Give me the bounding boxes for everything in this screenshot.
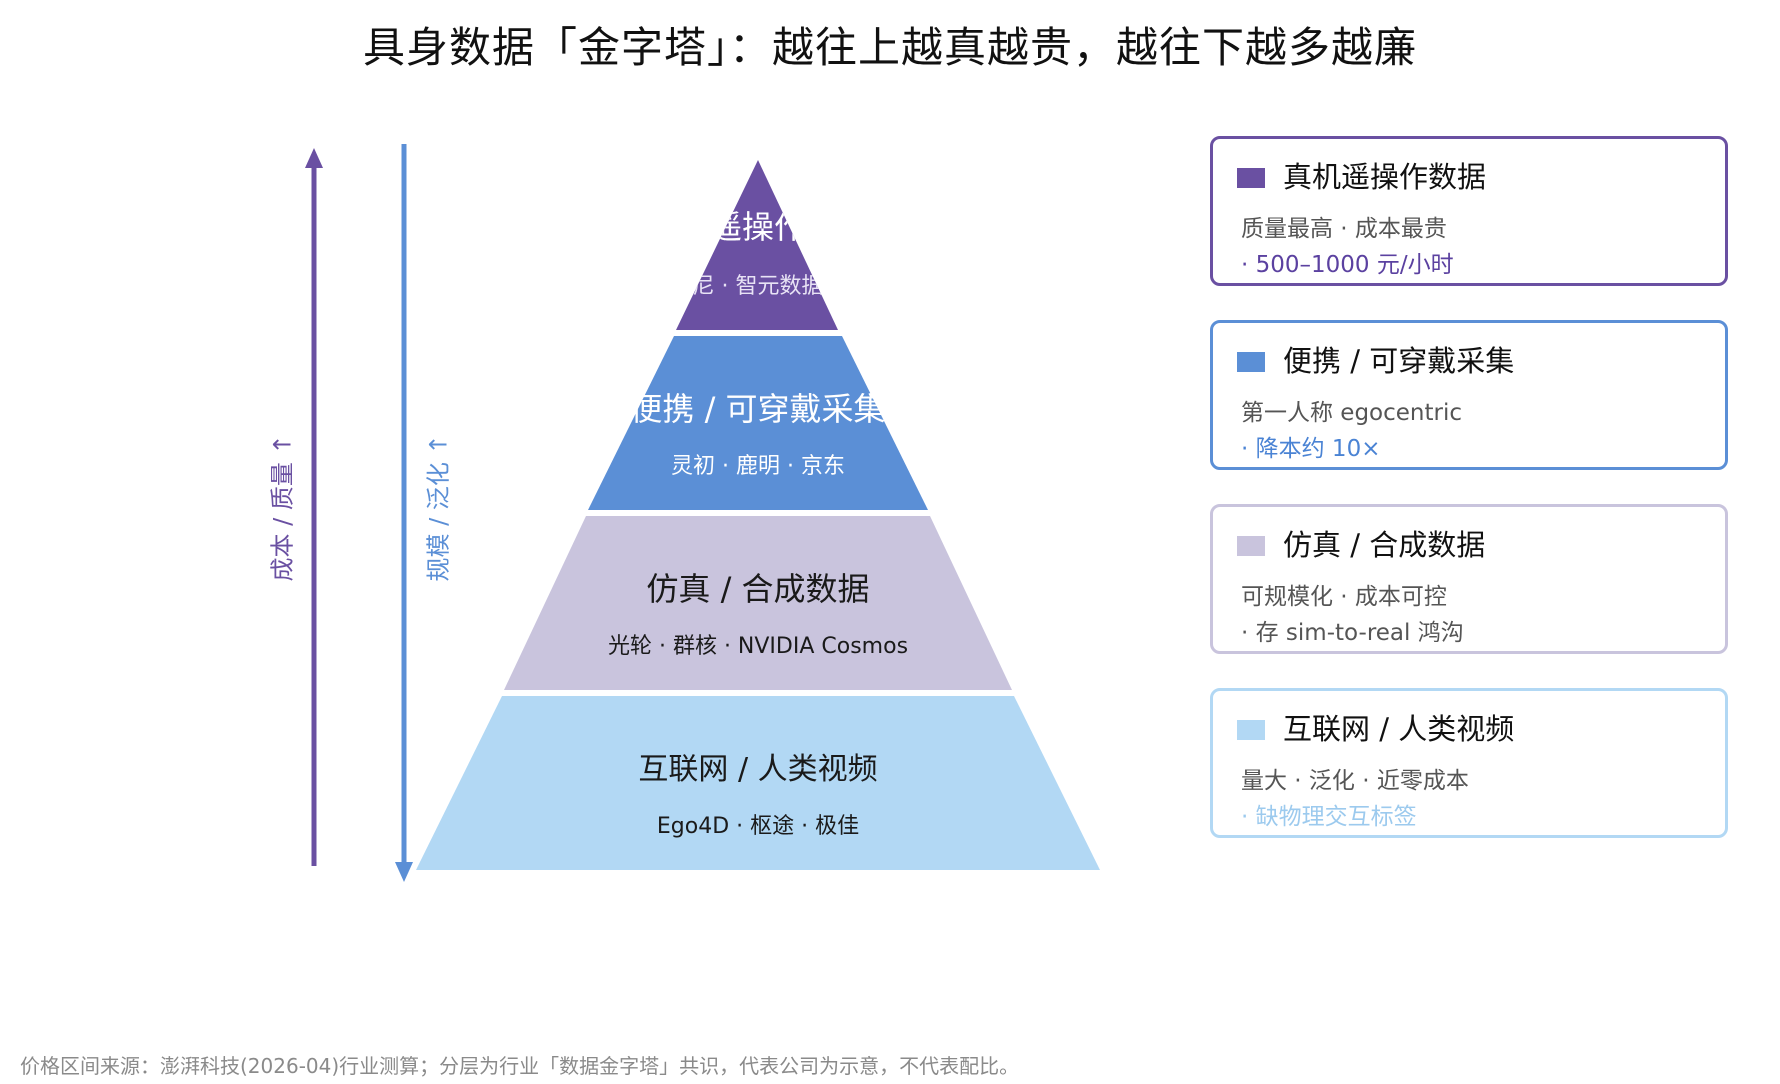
legend-card-title: 仿真 / 合成数据 bbox=[1283, 528, 1486, 562]
legend-swatch-simulation bbox=[1237, 536, 1265, 556]
source-footnote: 价格区间来源：澎湃科技(2026-04)行业测算；分层为行业「数据金字塔」共识，… bbox=[20, 1054, 1020, 1078]
page-title: 具身数据「金字塔」：越往上越真越贵，越往下越多越廉 bbox=[362, 23, 1417, 72]
level-examples-internet-video: Ego4D · 枢途 · 极佳 bbox=[656, 814, 860, 839]
legend-card-desc: 第一人称 egocentric bbox=[1241, 400, 1463, 426]
legend-card-simulation: 仿真 / 合成数据 可规模化 · 成本可控 · 存 sim-to-real 鸿沟 bbox=[1210, 504, 1728, 654]
level-name-wearable: 便携 / 可穿戴采集 bbox=[630, 390, 886, 428]
legend-card-note: · 缺物理交互标签 bbox=[1241, 804, 1417, 830]
legend-swatch-teleop bbox=[1237, 168, 1265, 188]
legend-card-internet-video: 互联网 / 人类视频 量大 · 泛化 · 近零成本 · 缺物理交互标签 bbox=[1210, 688, 1728, 838]
level-name-internet-video: 互联网 / 人类视频 bbox=[638, 752, 878, 787]
scale-axis-label: 规模 / 泛化 ↑ bbox=[424, 434, 453, 582]
level-examples-teleop: 帕西尼 · 智元数据工厂 bbox=[648, 274, 868, 299]
legend-card-title: 便携 / 可穿戴采集 bbox=[1283, 344, 1515, 378]
legend-card-wearable: 便携 / 可穿戴采集 第一人称 egocentric · 降本约 10× bbox=[1210, 320, 1728, 470]
cost-quality-arrow-head bbox=[305, 148, 323, 168]
level-name-simulation: 仿真 / 合成数据 bbox=[646, 570, 870, 608]
scale-arrow-head bbox=[395, 862, 413, 882]
level-examples-simulation: 光轮 · 群核 · NVIDIA Cosmos bbox=[607, 634, 909, 659]
legend-card-note: · 降本约 10× bbox=[1241, 436, 1381, 462]
pyramid-level-internet-video bbox=[416, 696, 1100, 870]
level-examples-wearable: 灵初 · 鹿明 · 京东 bbox=[671, 454, 845, 479]
legend-swatch-wearable bbox=[1237, 352, 1265, 372]
legend-card-teleop: 真机遥操作数据 质量最高 · 成本最贵 · 500–1000 元/小时 bbox=[1210, 136, 1728, 286]
pyramid-level-simulation bbox=[504, 516, 1012, 690]
cost-quality-axis-label: 成本 / 质量 ↑ bbox=[268, 434, 297, 582]
legend-card-desc: 质量最高 · 成本最贵 bbox=[1241, 216, 1447, 242]
legend-card-desc: 可规模化 · 成本可控 bbox=[1241, 584, 1447, 610]
legend-card-desc: 量大 · 泛化 · 近零成本 bbox=[1241, 768, 1469, 794]
pyramid-level-teleop bbox=[676, 160, 838, 330]
legend-card-note: · 500–1000 元/小时 bbox=[1241, 252, 1454, 278]
legend-card-note: · 存 sim-to-real 鸿沟 bbox=[1241, 620, 1464, 646]
legend-card-title: 互联网 / 人类视频 bbox=[1283, 712, 1515, 746]
pyramid-level-wearable bbox=[588, 336, 928, 510]
legend-card-title: 真机遥操作数据 bbox=[1283, 160, 1487, 194]
legend-swatch-internet-video bbox=[1237, 720, 1265, 740]
